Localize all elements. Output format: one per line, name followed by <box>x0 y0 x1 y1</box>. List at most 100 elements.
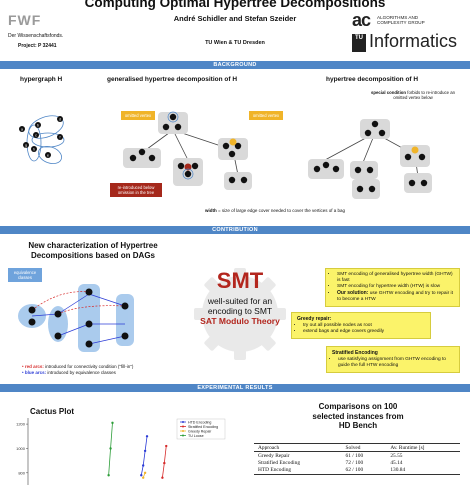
gear-icon <box>194 268 286 360</box>
table-row: Stratified Encoding 72 / 100 45.14 <box>254 459 460 466</box>
greedy-repair-title: Greedy repair: <box>297 316 332 322</box>
ghd-title: generalised hypertree decomposition of H <box>107 76 238 83</box>
smt-heading: SMT <box>216 268 264 293</box>
column-header: Solved <box>345 444 361 451</box>
blue-arcs-bold: blue arcs: <box>24 370 47 375</box>
legend-label: HTD Encoding <box>188 420 211 424</box>
stratified-encoding-item: use satisfying assignment from GHTW enco… <box>338 357 454 369</box>
y-tick-label: 1000 <box>16 446 26 451</box>
table-cell: 72 / 100 <box>345 459 364 466</box>
svg-text:g: g <box>25 143 27 147</box>
section-bar-contribution: CONTRIBUTION <box>0 226 470 234</box>
svg-text:b: b <box>37 123 39 127</box>
smt-line-2: encoding to SMT <box>207 306 273 316</box>
red-arcs-bold: red arcs: <box>24 364 44 369</box>
data-point <box>140 474 143 477</box>
data-point <box>111 421 114 425</box>
blue-arcs-legend: • blue arcs: introduced by equivalence c… <box>22 370 116 375</box>
cactus-plot-title: Cactus Plot <box>30 407 75 416</box>
hypergraph-title: hypergraph H <box>20 76 63 83</box>
svg-text:f: f <box>60 135 61 139</box>
greedy-repair-item: try out all possible nodes as root <box>303 323 425 329</box>
special-condition-text: forbids to re-introduce an omitted verte… <box>393 90 456 101</box>
dag-figure <box>18 284 134 352</box>
fwf-logo: FWF <box>8 12 42 28</box>
ac-logo: ac <box>352 10 371 30</box>
table-cell: 45.14 <box>390 459 403 466</box>
red-arcs-legend: • red arcs: introduced for connectivity … <box>22 364 134 369</box>
special-condition-bold: special condition <box>370 90 407 95</box>
table-cell: Stratified Encoding <box>258 459 301 466</box>
legend-marker <box>182 434 184 437</box>
stratified-encoding-title: Stratified Encoding <box>332 350 378 356</box>
authors: André Schidler and Stefan Szeider <box>173 14 297 23</box>
legend-label: Greedy Repair <box>188 429 212 433</box>
column-header: Av. Runtime [s] <box>390 444 425 451</box>
table-row: HTD Encoding 62 / 100 130.84 <box>254 467 460 475</box>
ghd-tree-figure <box>123 111 252 190</box>
fwf-subtitle: Der Wissenschaftsfonds. <box>8 33 64 39</box>
data-point <box>142 464 145 467</box>
stratified-encoding-box: Stratified Encoding use satisfying assig… <box>326 346 460 373</box>
width-text: = size of large edge cover needed to cov… <box>218 208 345 213</box>
greedy-repair-box: Greedy repair: try out all possible node… <box>291 312 431 339</box>
ac-subtitle-line-2: COMPLEXITY GROUP <box>377 20 425 26</box>
width-definition: width = size of large edge cover needed … <box>150 208 400 213</box>
project-number: Project: P 32441 <box>18 43 57 49</box>
table-cell: 25.55 <box>390 452 403 459</box>
data-point <box>107 474 110 477</box>
data-point <box>163 461 166 465</box>
table-header-row: Approach Solved Av. Runtime [s] <box>254 443 460 452</box>
reintroduced-callout: re-introduced below omission in the tree <box>110 183 162 197</box>
table-row: Greedy Repair 61 / 100 25.55 <box>254 452 460 460</box>
smt-description: well-suited for an encoding to SMT SAT M… <box>186 296 294 326</box>
solution-bold: Our solution: <box>337 290 369 296</box>
data-point <box>161 476 164 479</box>
data-point <box>109 447 112 450</box>
poster-title: Computing Optimal Hypertree Decompositio… <box>84 0 386 10</box>
omitted-vertex-callout-ghd: omitted vertex <box>121 111 155 120</box>
section-bar-background: BACKGROUND <box>0 61 470 69</box>
greedy-repair-item: extend bags and edge covers greedily <box>303 329 425 335</box>
dag-characterization-title: New characterization of Hypertree Decomp… <box>28 241 158 260</box>
ac-subtitle: ALGORITHMS AND COMPLEXITY GROUP <box>377 15 457 26</box>
omitted-vertex-callout-ghd-right: omitted vertex <box>249 111 283 120</box>
solution-text: use GHTW encoding and try to repair it t… <box>337 291 453 302</box>
svg-text:h: h <box>33 147 35 151</box>
results-table: Approach Solved Av. Runtime [s] Greedy R… <box>254 443 460 475</box>
smt-line-3: SAT Modulo Theory <box>200 316 280 326</box>
series-line <box>140 436 148 476</box>
table-cell: Greedy Repair <box>258 452 290 459</box>
legend-marker <box>182 430 184 432</box>
section-bar-results: EXPERIMENTAL RESULTS <box>0 384 470 392</box>
hypergraph-figure: abd fhe gc <box>19 115 65 164</box>
legend-label: Stratified Encoding <box>188 425 218 429</box>
svg-text:a: a <box>21 127 23 131</box>
tu-logo: TU <box>352 34 366 52</box>
smt-line-1: well-suited for an <box>207 296 273 306</box>
table-cell: HTD Encoding <box>258 467 292 474</box>
y-tick-label: 1200 <box>16 422 26 427</box>
svg-text:e: e <box>47 153 49 157</box>
summary-item: SMT encoding of generalised hypertree wi… <box>337 272 454 284</box>
legend-marker <box>182 421 184 423</box>
width-bold: width <box>205 208 217 213</box>
data-point <box>165 444 168 448</box>
special-condition-note: special condition forbids to re-introduc… <box>368 90 458 100</box>
data-point <box>142 476 145 479</box>
summary-item: SMT encoding for hypertree width (HTW) i… <box>337 284 454 290</box>
comparison-title: Comparisons on 100 selected instances fr… <box>312 402 404 430</box>
informatics-wordmark: Informatics <box>369 31 458 51</box>
htd-tree-figure <box>308 119 432 199</box>
summary-solution: Our solution: use GHTW encoding and try … <box>337 290 454 303</box>
data-point <box>143 471 147 475</box>
table-cell: 61 / 100 <box>345 452 364 459</box>
blue-arcs-text: introduced by equivalence classes <box>47 370 116 375</box>
column-header: Approach <box>258 444 280 451</box>
encoding-summary-box: SMT encoding of generalised hypertree wi… <box>325 268 460 307</box>
legend-label: TU Loose <box>188 434 204 438</box>
affiliation: TU Wien & TU Dresden <box>205 40 265 46</box>
table-cell: 62 / 100 <box>345 467 364 474</box>
table-cell: 130.84 <box>390 467 406 474</box>
